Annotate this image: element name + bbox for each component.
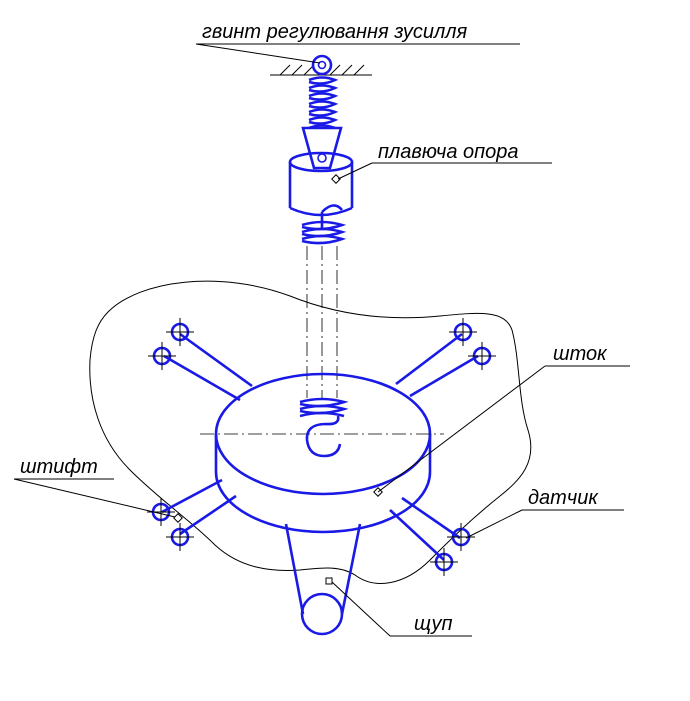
middle-spring — [301, 220, 347, 245]
adjust-screw — [311, 54, 333, 76]
upper-spring — [308, 76, 339, 130]
probe-marker — [325, 577, 333, 585]
support-marker — [331, 174, 341, 184]
leader-screw — [195, 43, 520, 64]
pin-circle — [148, 342, 176, 370]
label-pin: штифт — [20, 456, 98, 478]
main-disk — [200, 372, 444, 534]
label-floating-support: плавюча опора — [378, 141, 519, 163]
pin-circle — [430, 548, 458, 576]
pin-circles — [147, 318, 496, 576]
pin-circle — [468, 342, 496, 370]
label-sensor: датчик — [528, 487, 599, 509]
arm-lower-left — [161, 478, 237, 536]
label-adjust-screw: гвинт регулювання зусилля — [202, 21, 468, 43]
label-probe: щуп — [414, 613, 452, 635]
arm-upper-right — [395, 332, 479, 398]
pivot-cone — [301, 126, 343, 170]
leader-probe — [331, 581, 472, 637]
workpiece-outline — [89, 280, 532, 584]
floating-support — [288, 151, 354, 230]
leader-sensor — [465, 509, 624, 539]
leader-pin — [13, 478, 176, 518]
arm-upper-left — [163, 332, 253, 402]
leader-support — [337, 162, 552, 180]
leader-rod — [377, 365, 630, 493]
probe — [284, 523, 362, 636]
pin-circle — [449, 318, 477, 346]
pin-marker — [173, 513, 183, 523]
arm-lower-right — [389, 496, 461, 561]
pin-circle — [166, 523, 194, 551]
pin-circle — [166, 318, 194, 346]
lower-spring — [299, 397, 349, 458]
pin-circle — [147, 498, 175, 526]
label-rod: шток — [553, 343, 608, 365]
pin-circle — [447, 523, 475, 551]
